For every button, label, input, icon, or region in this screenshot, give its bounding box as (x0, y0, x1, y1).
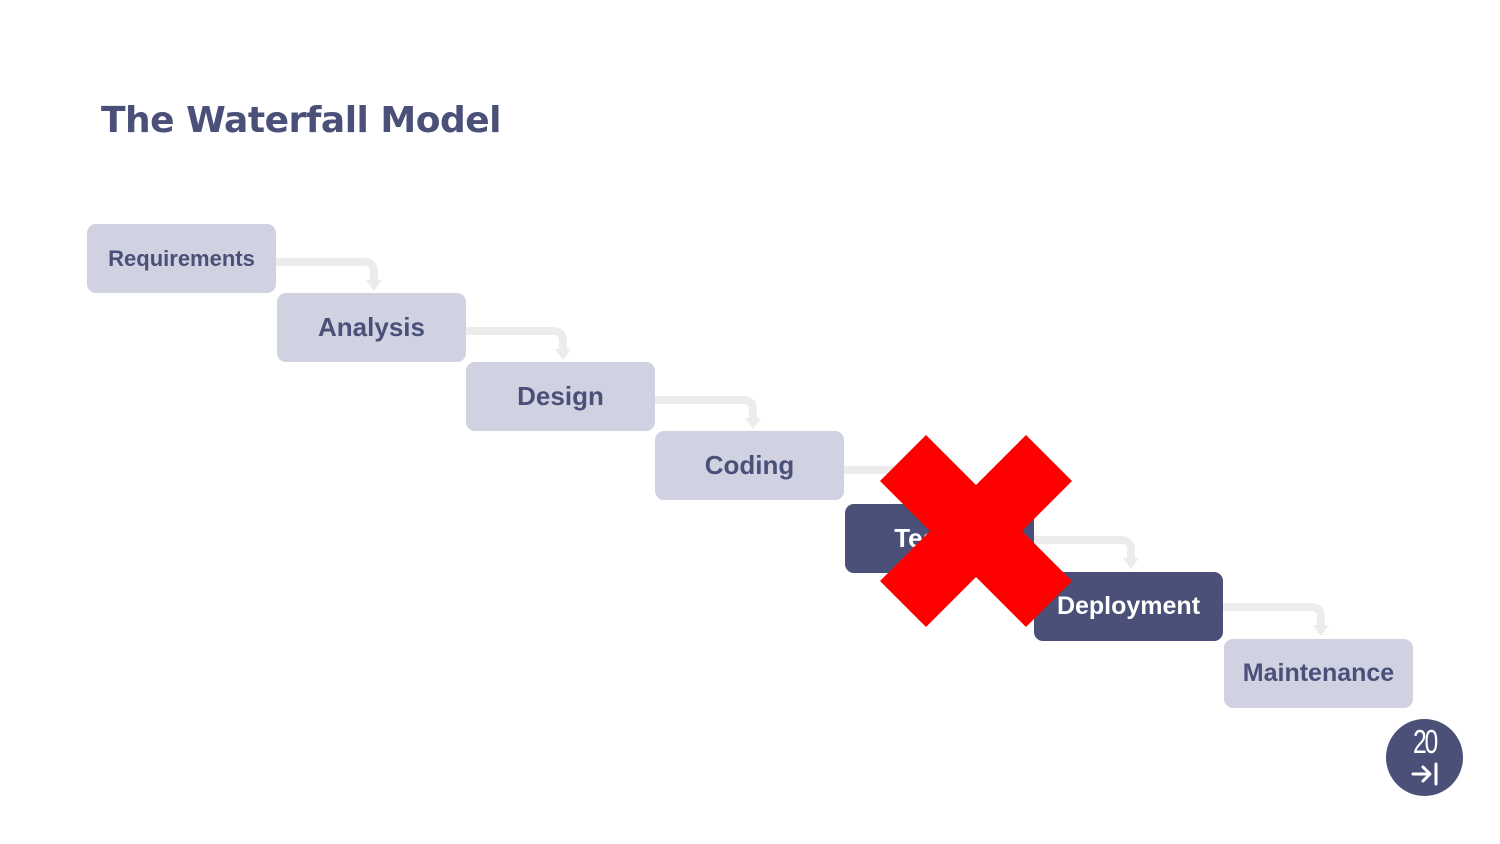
stage-requirements: Requirements (87, 224, 276, 293)
stage-design: Design (466, 362, 655, 431)
stage-label: Design (517, 381, 604, 411)
logo-number: 20 (1412, 723, 1438, 760)
stage-label: Coding (704, 450, 795, 480)
connector-design-coding (655, 396, 757, 420)
connector-arrowhead (366, 280, 382, 291)
connector-arrowhead (555, 349, 571, 360)
cross-icon (880, 435, 1072, 627)
connector-arrowhead (1313, 625, 1329, 636)
logo: 20 (1386, 719, 1463, 796)
stage-label: Deployment (1056, 592, 1201, 620)
arrow-to-bar-icon (1411, 762, 1438, 786)
stage-coding: Coding (655, 431, 844, 500)
connector-requirements-analysis (276, 258, 378, 282)
connector-arrowhead (1123, 558, 1139, 569)
connector-arrowhead (745, 418, 761, 429)
stage-label: Requirements (108, 245, 255, 271)
stage-analysis: Analysis (277, 293, 466, 362)
stage-label: Analysis (318, 312, 425, 342)
stage-maintenance: Maintenance (1224, 639, 1413, 708)
stage-label: Maintenance (1242, 659, 1395, 687)
connector-analysis-design (466, 327, 567, 351)
connector-deployment-maintenance (1223, 603, 1325, 627)
connector-testing-deployment (1034, 536, 1135, 560)
page-title: The Waterfall Model (101, 100, 501, 141)
